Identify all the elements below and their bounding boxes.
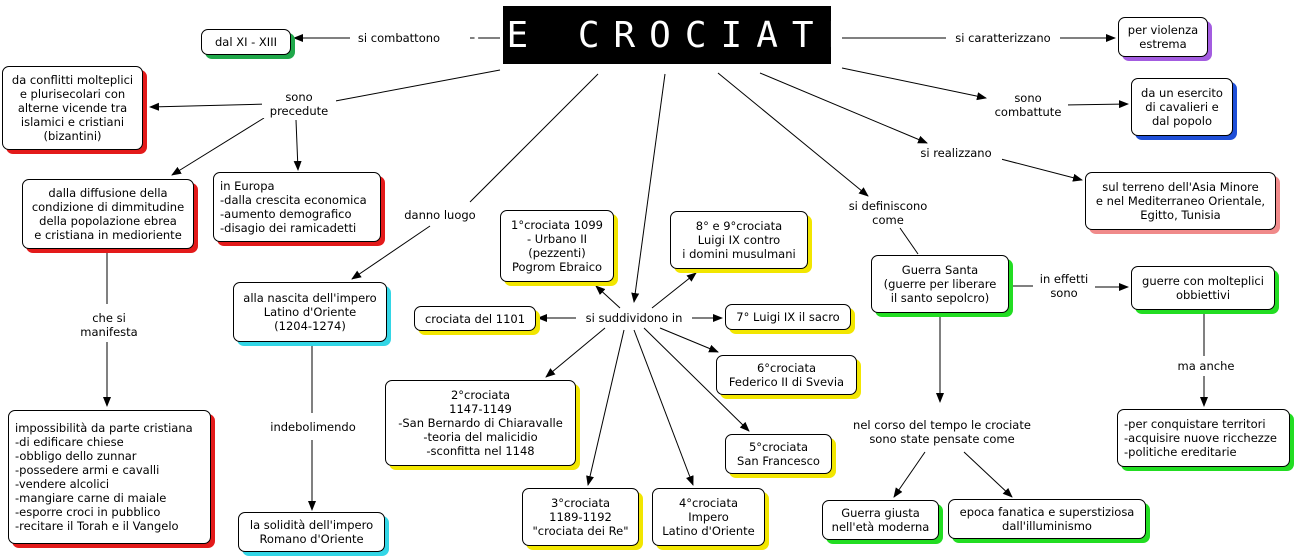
node-violenza: per violenza estrema [1118, 17, 1208, 57]
node-solidita: la solidità dell'impero Romano d'Oriente [238, 512, 385, 552]
node-guerra-santa: Guerra Santa (guerre per liberare il san… [871, 255, 1009, 313]
label-indebolimendo: indebolimendo [262, 420, 364, 434]
node-crociata-4: 4°crociata Impero Latino d'Oriente [652, 488, 765, 546]
node-crociata-1: 1°crociata 1099 - Urbano II (pezzenti) P… [500, 210, 614, 282]
label-nel-corso: nel corso del tempo le crociate sono sta… [838, 418, 1046, 446]
node-esercito: da un esercito di cavalieri e dal popolo [1131, 78, 1233, 136]
label-si-definiscono: si definiscono come [838, 199, 938, 227]
label-si-caratterizzano: si caratterizzano [946, 31, 1060, 45]
concept-map-title: LE CROCIATE [471, 6, 849, 64]
node-crociata-1101: crociata del 1101 [414, 306, 536, 331]
node-crociata-2: 2°crociata 1147-1149 -San Bernardo di Ch… [385, 380, 576, 466]
node-secoli: dal XI - XIII [201, 29, 291, 55]
node-crociata-3: 3°crociata 1189-1192 "crociata dei Re" [522, 488, 639, 546]
node-conquistare: -per conquistare territori -acquisire nu… [1117, 409, 1290, 467]
node-obbiettivi: guerre con molteplici obbiettivi [1131, 266, 1275, 310]
label-danno-luogo: danno luogo [397, 208, 483, 222]
label-si-combattono: si combattono [350, 31, 448, 45]
label-sono-precedute: sono precedute [262, 90, 336, 118]
node-territorio: sul terreno dell'Asia Minore e nel Medit… [1085, 172, 1276, 230]
label-sono-combattute: sono combattute [988, 91, 1068, 119]
node-crociata-5: 5°crociata San Francesco [725, 434, 832, 474]
label-si-realizzano: si realizzano [910, 146, 1002, 160]
node-impero-latino: alla nascita dell'impero Latino d'Orient… [233, 282, 387, 342]
label-si-suddividono: si suddividono in [576, 311, 692, 325]
node-epoca: epoca fanatica e superstiziosa dall'illu… [948, 499, 1146, 539]
node-conflitti: da conflitti molteplici e plurisecolari … [2, 66, 143, 150]
node-impossibilita: impossibilità da parte cristiana -di edi… [8, 410, 211, 544]
node-crociata-6: 6°crociata Federico II di Svevia [716, 355, 857, 395]
node-crociata-8-9: 8° e 9°crociata Luigi IX contro i domini… [670, 211, 808, 269]
node-crociata-7: 7° Luigi IX il sacro [725, 304, 851, 330]
node-europa: in Europa -dalla crescita economica -aum… [213, 172, 381, 242]
label-che-si-manifesta: che si manifesta [72, 311, 146, 339]
node-guerra-giusta: Guerra giusta nell'età moderna [822, 500, 939, 540]
label-in-effetti: in effetti sono [1033, 272, 1095, 300]
label-ma-anche: ma anche [1168, 359, 1244, 373]
node-diffusione: dalla diffusione della condizione di dim… [22, 179, 194, 249]
